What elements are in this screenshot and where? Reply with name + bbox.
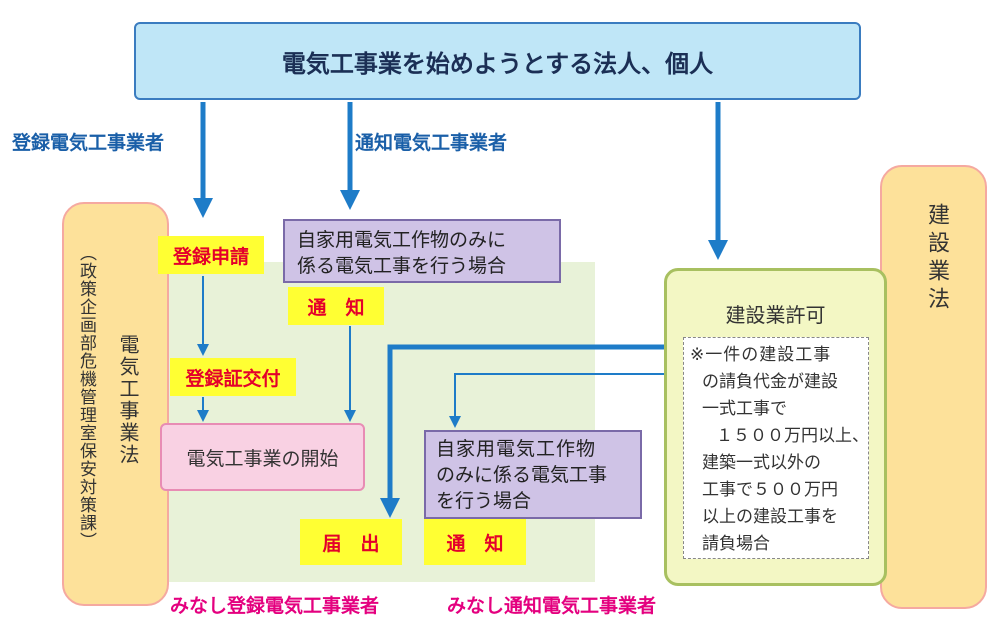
arrow-construction-to-report [380,344,664,518]
note-line: １５００万円以上、 [716,426,869,446]
register-apply-step: 登録申請 [158,236,264,274]
start-business-box: 電気工事業の開始 [160,423,365,491]
notify-step-1: 通 知 [288,287,384,325]
self-use-case-box-1: 自家用電気工作物のみに 係る電気工事を行う場合 [283,219,561,283]
note-line: の請負代金が建設 [702,372,838,392]
cert-issue-step: 登録証交付 [170,358,296,396]
self-use-case-2-line2: のみに係る電気工事 [436,464,608,486]
note-line: ※一件の建設工事 [690,345,832,365]
applicant-box: 電気工事業を始めようとする法人、個人 [134,22,861,100]
notify-text-1: 通 知 [307,296,365,319]
report-text: 届 出 [322,532,380,555]
self-use-case-box-2: 自家用電気工作物 のみに係る電気工事 を行う場合 [424,430,642,519]
self-use-case-1-line1: 自家用電気工作物のみに [297,229,507,251]
arrow-construction-to-self-use-2 [449,373,664,428]
note-line: 以上の建設工事を [702,507,838,527]
notify-text-2: 通 知 [446,532,504,555]
registered-route-label: 登録電気工事業者 [12,132,165,154]
register-apply-text: 登録申請 [172,245,249,268]
deemed-registered-label: みなし登録電気工事業者 [170,595,380,617]
report-step: 届 出 [300,519,402,565]
deemed-notified-label: みなし通知電気工事業者 [447,595,657,617]
self-use-case-1-line2: 係る電気工事を行う場合 [297,255,507,277]
construction-permit-note: ※一件の建設工事 の請負代金が建設 一式工事で １５００万円以上、 建築一式以外… [683,337,869,559]
cert-issue-text: 登録証交付 [185,367,281,390]
construction-law-pillar: 建設業法 [880,165,987,609]
notified-route-label: 通知電気工事業者 [355,132,508,154]
self-use-case-2-line3: を行う場合 [436,490,532,512]
construction-permit-box: 建設業許可 ※一件の建設工事 の請負代金が建設 一式工事で １５００万円以上、 … [664,268,887,586]
note-line: 建築一式以外の [702,453,821,473]
electrical-work-law-pillar: 電気工事業法 （政策企画部危機管理室保安対策課） [62,202,169,606]
notify-step-2: 通 知 [424,519,526,565]
start-business-text: 電気工事業の開始 [186,447,339,470]
note-line: 工事で５００万円 [702,480,838,500]
construction-law-title: 建設業法 [924,203,949,315]
self-use-case-2-line1: 自家用電気工作物 [436,438,597,460]
electrical-work-law-title: 電気工事業法 [116,334,140,466]
applicant-text: 電気工事業を始めようとする法人、個人 [281,49,714,78]
electrical-work-law-dept: （政策企画部危機管理室保安対策課） [76,244,96,550]
note-line: 一式工事で [702,399,787,419]
note-line: 請負場合 [702,534,770,554]
construction-permit-title: 建設業許可 [725,303,826,327]
